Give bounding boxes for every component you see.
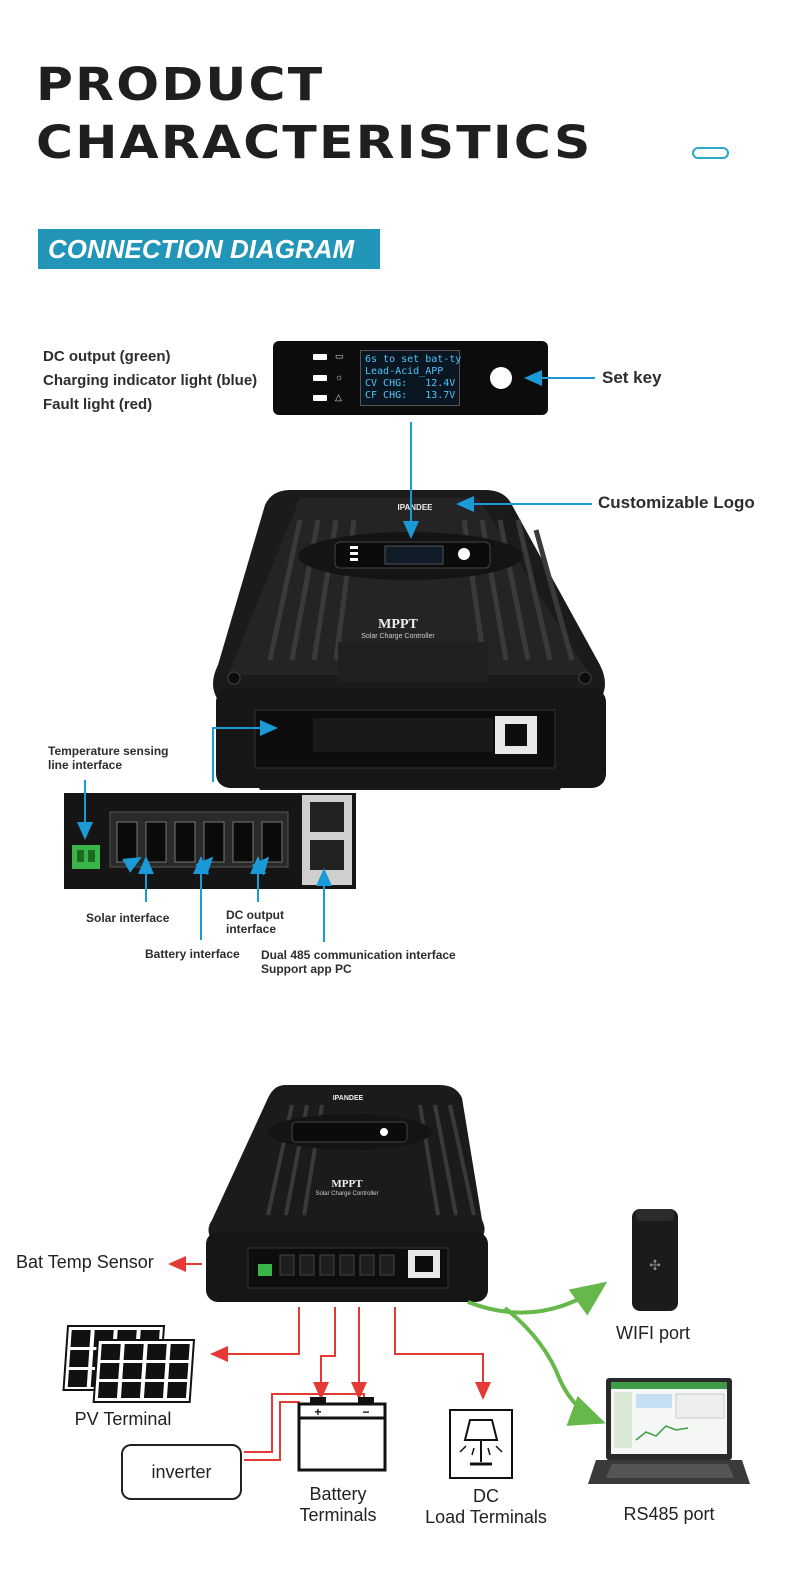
dc-output-port-label-1: DC output (226, 908, 284, 922)
pv-wire (210, 1307, 300, 1362)
solar-port-arrow-2 (122, 857, 142, 873)
screen-line: CF CHG: 13.7V (365, 390, 456, 401)
controller-device-large (213, 490, 606, 790)
dc-output-port-arrow-2 (251, 856, 270, 876)
rs485-port-caption: RS485 port (623, 1504, 715, 1524)
dc-load-line-1: DC (473, 1486, 499, 1506)
lamp-icon (449, 1409, 513, 1479)
battery-icon-large: + − (297, 1397, 387, 1472)
load-wire (394, 1307, 491, 1400)
charging-indicator-label: Charging indicator light (blue) (43, 372, 258, 389)
page-title-line-2: CHARACTERISTICS (36, 116, 593, 169)
svg-text:✣: ✣ (649, 1257, 661, 1273)
wifi-wire (467, 1281, 608, 1316)
solar-port-label: Solar interface (86, 911, 170, 925)
dc-output-port-label-2: interface (226, 922, 277, 936)
rs485-wire (503, 1306, 606, 1426)
fault-light-label: Fault light (red) (43, 396, 153, 413)
sun-icon: ☼ (335, 372, 344, 382)
dc-load-terminals-label: DC Load Terminals (416, 1486, 556, 1528)
svg-text:−: − (362, 1405, 369, 1419)
page-title-line-1: PRODUCT (36, 58, 325, 111)
dc-output-indicator-label: DC output (green) (43, 348, 171, 365)
wifi-dongle-icon: ✣ (632, 1209, 678, 1311)
decorative-pill (692, 147, 729, 159)
screen-line: Lead-Acid_APP (365, 366, 444, 377)
small-device-subtitle: Solar Charge Controller (315, 1191, 378, 1197)
device-model-text: MPPT (378, 617, 418, 632)
svg-text:+: + (314, 1405, 321, 1419)
port-zoom-arrow (212, 720, 278, 782)
temp-port-label-2: line interface (48, 758, 123, 772)
wifi-port-label: WIFI port (615, 1323, 690, 1343)
rs485-port-label-1: Dual 485 communication interface (261, 948, 456, 962)
inverter-wire-2 (244, 1401, 300, 1461)
laptop-icon (588, 1378, 750, 1484)
small-device-model: MPPT (331, 1178, 363, 1190)
warning-icon: △ (335, 392, 342, 402)
battery-terminals-line-2: Terminals (299, 1505, 377, 1525)
battery-terminals-line-1: Battery (309, 1484, 367, 1504)
bat-temp-sensor-label: Bat Temp Sensor (16, 1252, 154, 1272)
set-key-button[interactable] (490, 367, 512, 389)
inverter-wire-1 (244, 1393, 365, 1453)
controller-device-small (206, 1085, 488, 1302)
screen-line: CV CHG: 12.4V (365, 378, 456, 389)
battery-port-arrow-2 (195, 856, 214, 876)
battery-port-label: Battery interface (145, 947, 240, 961)
battery-terminals-label: Battery Terminals (286, 1484, 390, 1526)
small-device-brand: IPANDEE (333, 1095, 364, 1102)
screen-line: 6s to set bat-ty (365, 354, 462, 365)
battery-icon: ▭ (335, 351, 344, 361)
set-key-label: Set key (602, 368, 662, 387)
red-led (313, 395, 327, 401)
dc-load-line-2: Load Terminals (425, 1507, 547, 1527)
device-brand-text: IPANDEE (398, 503, 434, 512)
battery-wire-pos (313, 1307, 336, 1400)
inverter-box: inverter (121, 1444, 242, 1500)
section-banner: CONNECTION DIAGRAM (38, 229, 380, 269)
rs485-port-label-2: Support app PC (261, 962, 352, 976)
terminal-closeup (64, 793, 356, 889)
temp-port-label-1: Temperature sensing (48, 744, 169, 758)
custom-logo-label: Customizable Logo (598, 493, 755, 512)
pv-terminal-label: PV Terminal (74, 1409, 172, 1429)
device-subtitle-text: Solar Charge Controller (361, 633, 435, 640)
solar-panel-icon (62, 1325, 196, 1403)
blue-led (313, 375, 327, 381)
green-led (313, 354, 327, 360)
